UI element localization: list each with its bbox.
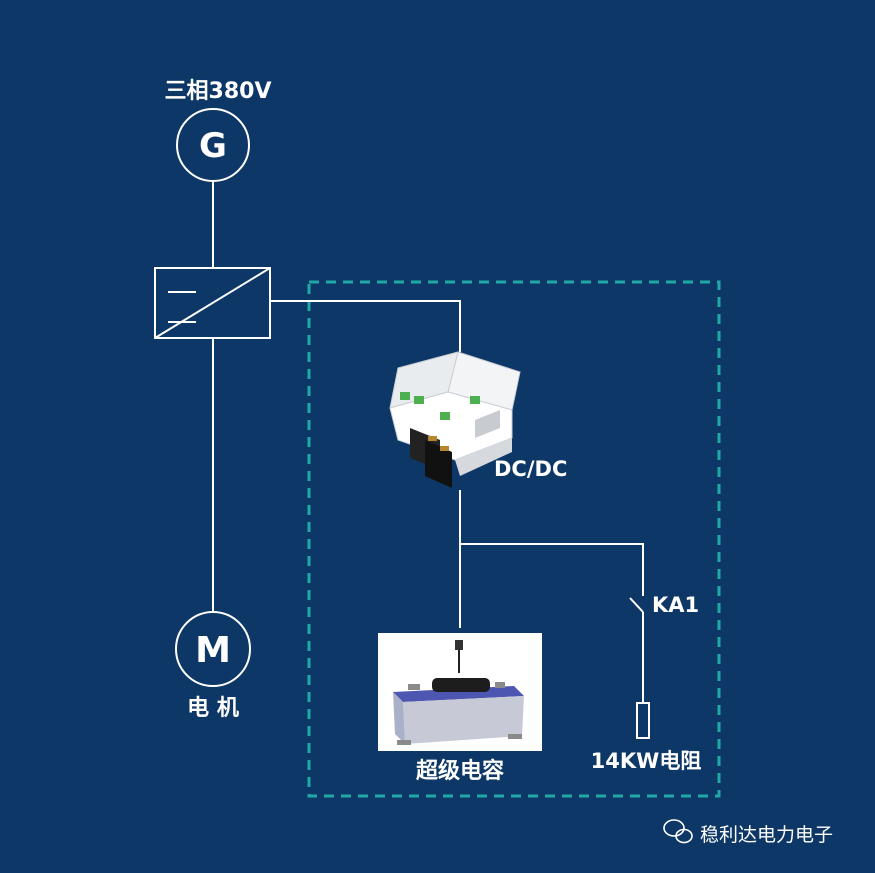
resistor-symbol <box>636 702 650 739</box>
storage-subsystem-boundary <box>307 280 721 798</box>
watermark: 稳利达电力电子 <box>663 819 833 846</box>
generator-caption: 三相380V <box>165 79 272 104</box>
wire-to-contactor <box>460 543 644 596</box>
motor-caption: 电 机 <box>187 696 239 721</box>
wire-converter-dcdc <box>270 300 461 352</box>
wechat-icon <box>663 819 693 844</box>
dcdc-module-image <box>389 351 521 488</box>
resistor-caption: 14KW电阻 <box>591 749 702 773</box>
supercap-module-image <box>378 633 542 751</box>
contactor-caption: KA1 <box>652 593 699 617</box>
supercap-caption: 超级电容 <box>416 758 504 784</box>
dcdc-caption: DC/DC <box>494 457 567 481</box>
watermark-text: 稳利达电力电子 <box>700 824 833 846</box>
motor-letter: M <box>195 630 231 671</box>
motor-symbol <box>175 611 251 687</box>
converter-box <box>154 267 271 339</box>
generator-letter: G <box>199 126 227 166</box>
contactor-ka1-symbol <box>629 597 644 613</box>
